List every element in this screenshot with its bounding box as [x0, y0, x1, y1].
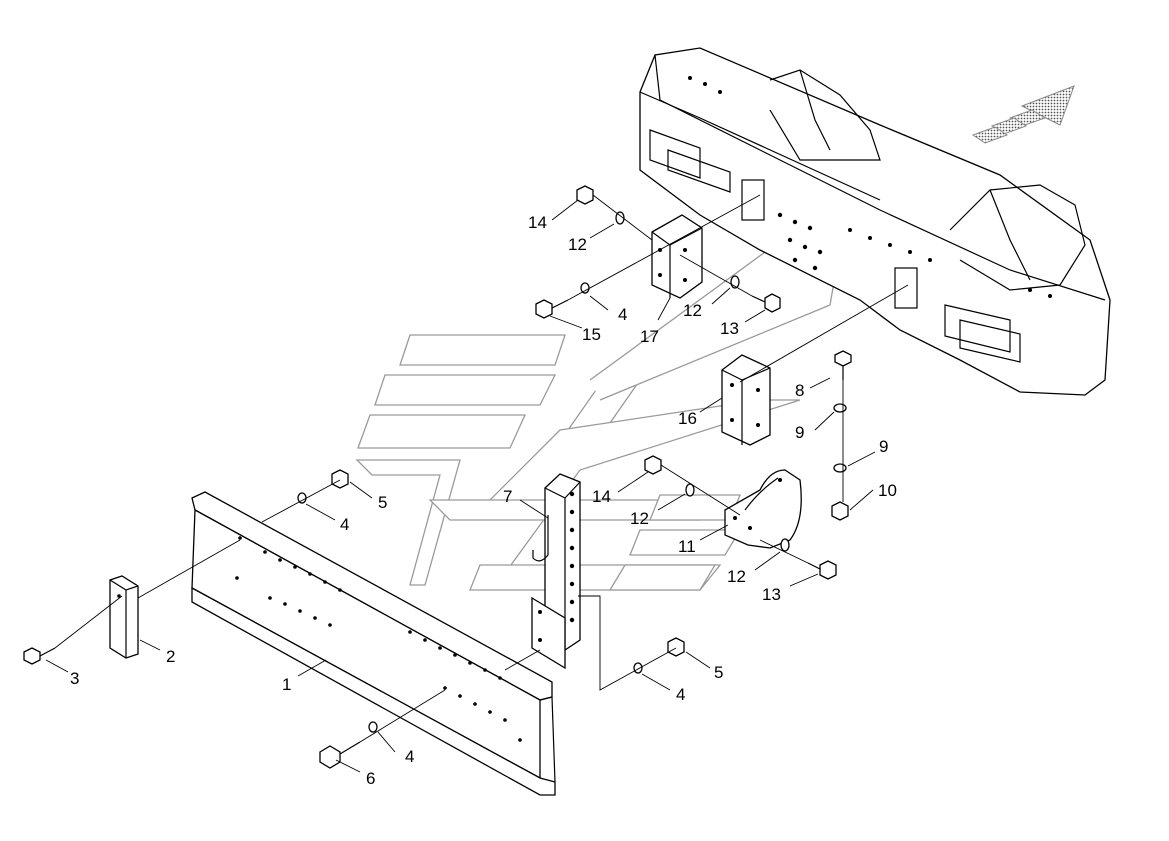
callout-8: 8: [795, 381, 804, 400]
callout-12: 12: [568, 235, 587, 254]
callout-9: 9: [879, 437, 888, 456]
callout-12: 12: [630, 509, 649, 528]
callout-5: 5: [714, 663, 723, 682]
callout-labels: 1 2 3 4 4 4 4 5 5 6 7 8 9 9 10 11 12 12 …: [70, 213, 897, 788]
spacer-block: [109, 575, 139, 659]
frame-holes: [688, 76, 1052, 298]
frame-bracket-16: [721, 354, 771, 446]
fasteners: [23, 185, 852, 769]
bumper-beam: [191, 491, 556, 796]
beam-holes: [235, 536, 522, 742]
curved-bracket: [724, 469, 802, 549]
callout-4: 4: [676, 685, 685, 704]
callout-12: 12: [683, 301, 702, 320]
callout-13: 13: [720, 319, 739, 338]
callout-7: 7: [503, 487, 512, 506]
assembly-lines: [54, 194, 909, 743]
callout-13: 13: [762, 585, 781, 604]
forward-arrow-icon: [971, 85, 1075, 144]
callout-4: 4: [340, 515, 349, 534]
frame-bracket-17: [651, 214, 703, 299]
callout-9: 9: [795, 423, 804, 442]
callout-11: 11: [678, 537, 696, 556]
callout-4: 4: [405, 747, 414, 766]
callout-1: 1: [282, 675, 291, 694]
callout-12: 12: [727, 567, 746, 586]
truck-frame: [639, 47, 1111, 396]
vertical-bracket: [531, 473, 581, 670]
callout-16: 16: [678, 409, 697, 428]
callout-leaders: [45, 199, 876, 773]
callout-15: 15: [582, 325, 601, 344]
callout-14: 14: [592, 487, 611, 506]
callout-3: 3: [70, 669, 79, 688]
callout-5: 5: [378, 493, 387, 512]
callout-6: 6: [366, 769, 375, 788]
callout-10: 10: [878, 481, 897, 500]
callout-17: 17: [640, 327, 659, 346]
callout-2: 2: [166, 647, 175, 666]
callout-14: 14: [528, 213, 547, 232]
callout-4: 4: [618, 305, 627, 324]
